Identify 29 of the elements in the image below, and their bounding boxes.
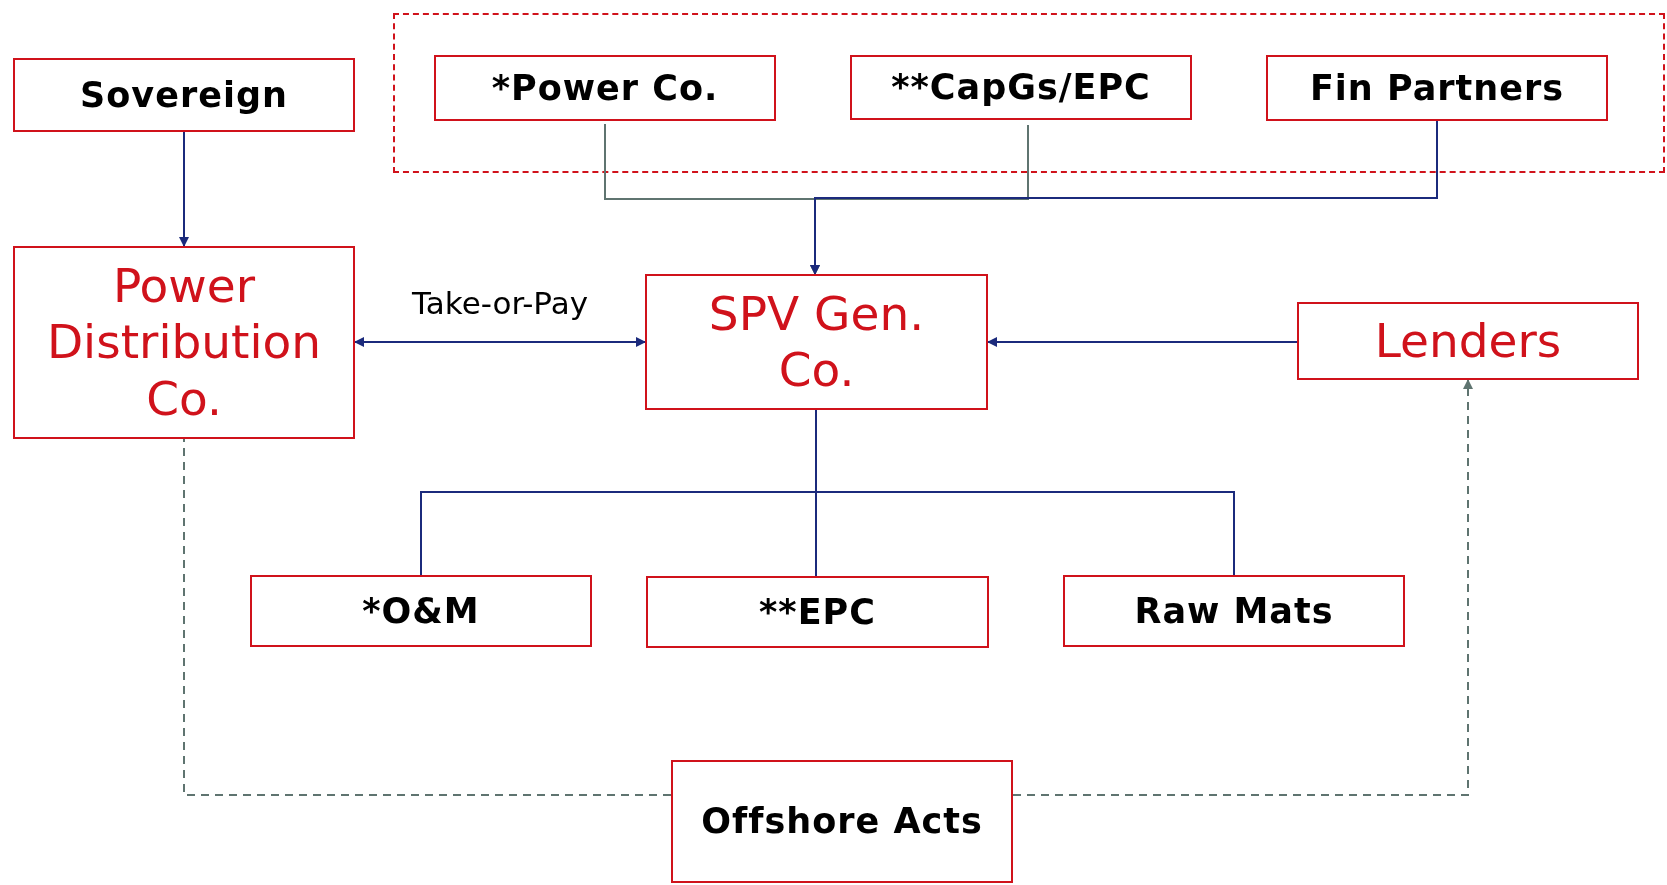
dashed-connector — [183, 438, 672, 796]
arrow — [354, 337, 646, 347]
node-label: Power Distribution Co. — [45, 257, 323, 428]
process-box — [250, 575, 592, 647]
node-label: Offshore Acts — [700, 800, 984, 843]
node-label: **CapGs/EPC — [890, 66, 1152, 109]
node-label: Fin Partners — [1308, 66, 1566, 110]
process-box — [645, 274, 988, 410]
node-label: Raw Mats — [1133, 589, 1335, 633]
node-label: Lenders — [1373, 312, 1563, 370]
process-box — [646, 576, 989, 648]
node-label: *Power Co. — [490, 66, 720, 110]
node-label: *O&M — [361, 589, 481, 633]
process-box — [434, 55, 776, 121]
dashed-connector — [1012, 379, 1473, 796]
process-box — [1063, 575, 1405, 647]
node-label: SPV Gen. Co. — [707, 285, 926, 399]
process-box — [13, 246, 355, 439]
process-box — [1297, 302, 1639, 380]
dashed-group-box — [393, 13, 1665, 173]
process-box — [671, 760, 1013, 883]
arrow — [987, 337, 1298, 347]
arrow — [179, 131, 189, 247]
arrow — [810, 120, 1438, 275]
node-label: Sovereign — [79, 73, 289, 117]
process-box — [850, 55, 1192, 120]
node-label: **EPC — [758, 590, 877, 634]
process-box — [13, 58, 355, 132]
process-box — [1266, 55, 1608, 121]
